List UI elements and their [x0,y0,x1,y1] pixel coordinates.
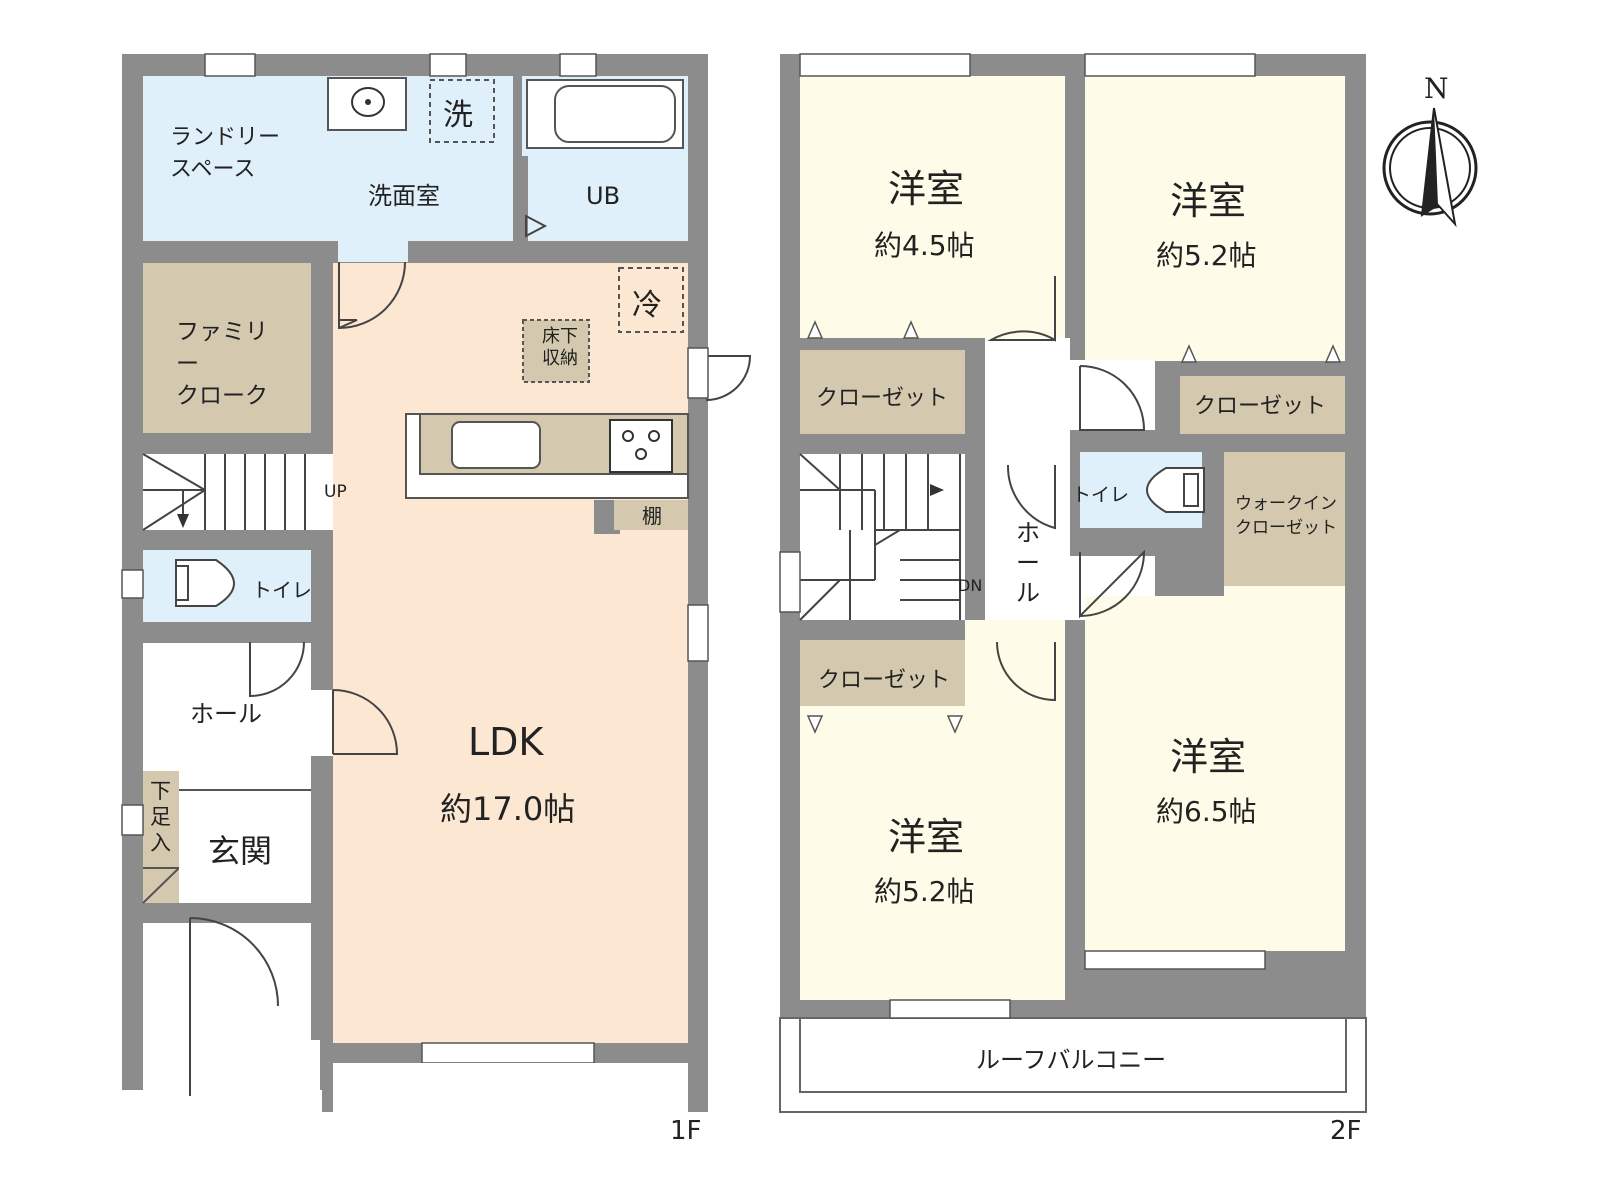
western-room-a [800,76,1065,338]
porch-open [122,1090,322,1112]
burner-icon [622,430,634,442]
closet-a [800,350,965,434]
western-room-c-ext [965,620,1065,710]
bathtub [526,79,684,149]
sink-counter [327,77,407,131]
bath-partition [522,156,528,241]
stair-treads [142,453,306,531]
roof-balcony-inner [799,1017,1347,1093]
north-compass-icon [1382,107,1478,228]
hall-1f [143,643,311,771]
sink-drain-icon [365,99,371,105]
stair-2f-treads [799,453,961,621]
toilet-icon [175,559,235,607]
hall-door-gap [311,690,333,756]
western-room-b [1085,76,1345,361]
western-room-d [1085,596,1345,951]
bathtub-inner-icon [554,85,676,143]
hall-2f [985,338,1070,620]
closet-b [1180,376,1345,434]
shoe-box [143,771,179,903]
burner-icon [635,448,647,460]
kitchen-sink-icon [451,421,541,469]
stair-arrow-icon [177,514,189,528]
stove-icon [609,419,673,473]
toilet-2f-tank-icon [1183,473,1199,507]
entrance [179,771,311,903]
closet-c-top [800,640,965,706]
shoe-box-diagonal [142,867,180,904]
windows-2f [779,53,1266,1019]
second-floor [779,53,1367,1113]
closet-door-marks [806,320,1342,734]
western-room-c [800,700,1065,1000]
windows-1f [121,53,709,1064]
burner-icon [648,430,660,442]
outside-1f [333,1063,688,1112]
underfloor-storage [522,319,590,383]
hall-2f-nook [1070,360,1155,430]
door-swings-1f [189,214,752,1096]
stairs-up [143,454,333,530]
family-cloak [143,263,311,433]
washroom-door-gap [338,240,408,262]
room-d-top [1224,586,1345,600]
fridge-space [618,267,684,333]
toilet-tank-icon [175,565,189,601]
door-swings-2f [987,276,1146,702]
shelf [614,500,688,530]
ldk-floor [333,263,688,1043]
sink-bowl-icon [351,87,385,117]
wall-stub [688,1040,708,1112]
stair-2f-arrow-icon [930,484,944,496]
washer-space [429,79,495,143]
first-floor [121,53,752,1112]
walk-in-closet [1224,452,1345,586]
